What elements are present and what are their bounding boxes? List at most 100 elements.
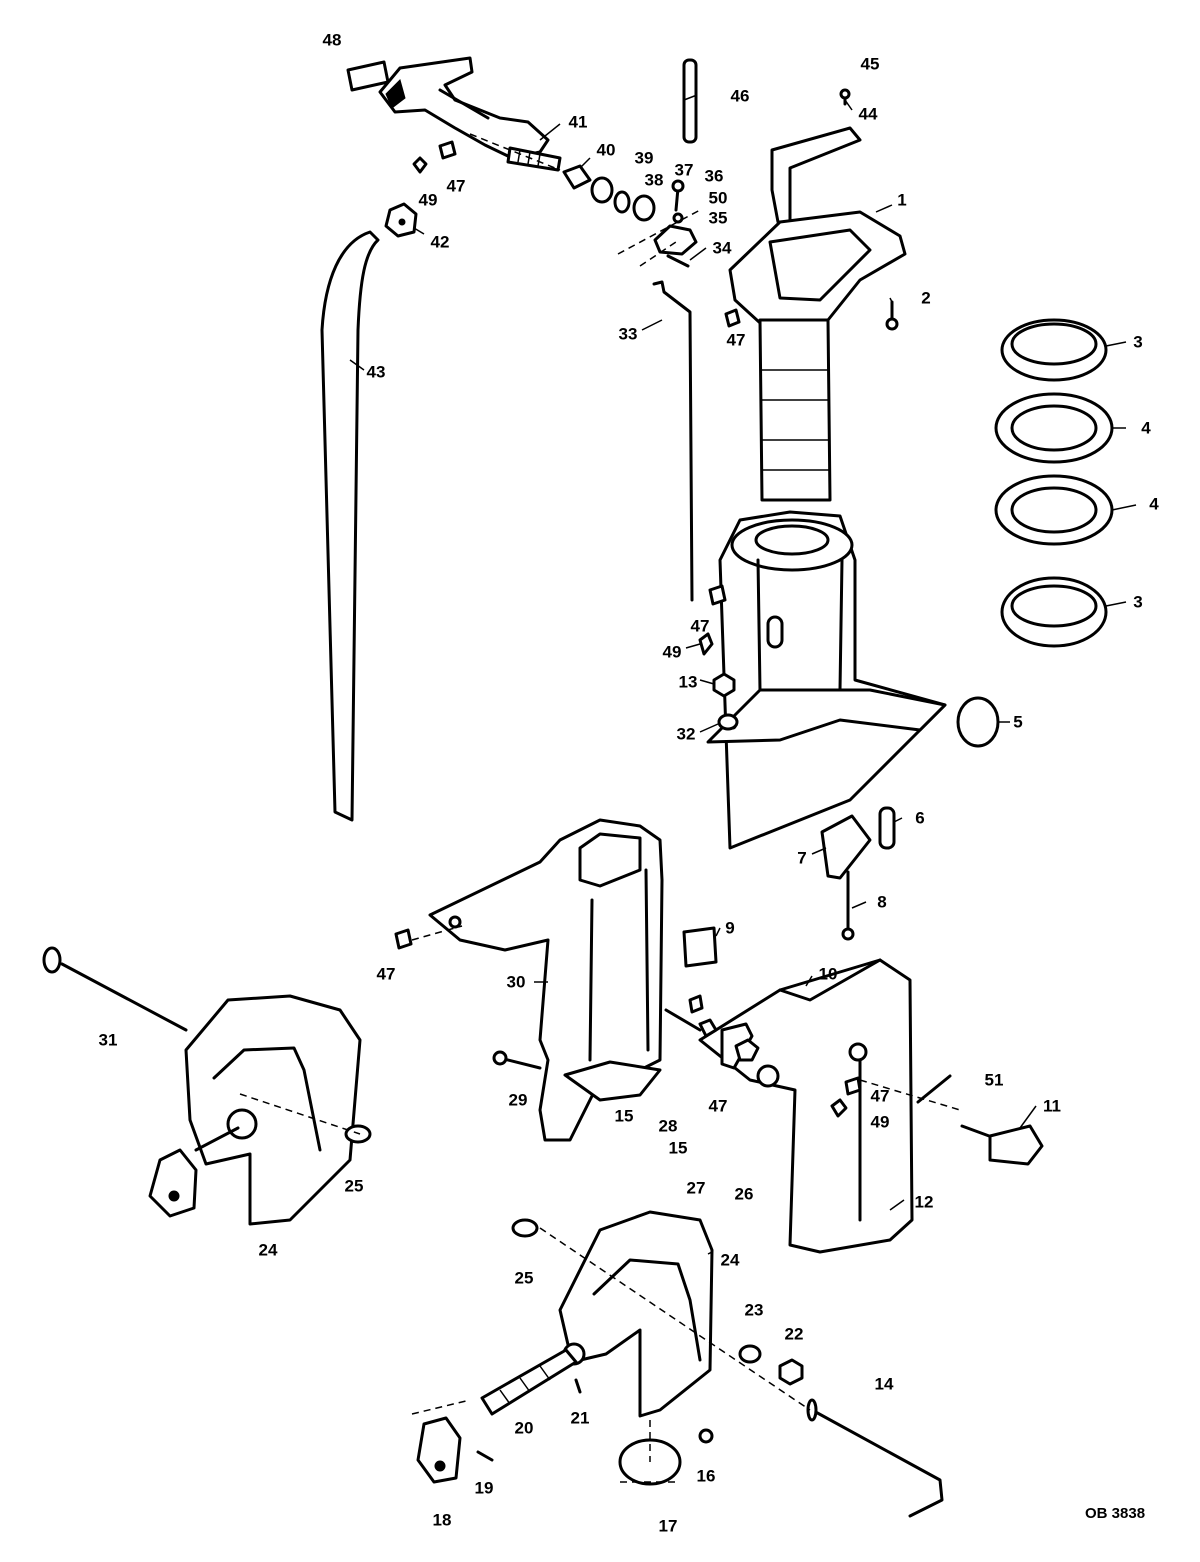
callout-22: 22	[784, 1324, 804, 1344]
callout-47-bracket: 47	[708, 1096, 728, 1116]
callout-18: 18	[432, 1510, 452, 1530]
fitting-47-lower	[708, 584, 727, 606]
clamp-screw-20	[480, 1348, 578, 1416]
callout-47-swivel: 47	[376, 964, 396, 984]
rod-46	[682, 58, 698, 144]
callout-30: 30	[506, 972, 526, 992]
callout-49-mid: 49	[662, 642, 682, 662]
callout-16: 16	[696, 1466, 716, 1486]
pin-34	[666, 254, 690, 268]
callout-50: 50	[708, 188, 728, 208]
clip-49-mid	[698, 632, 714, 656]
fitting-47-housing	[724, 308, 741, 328]
bearing-4-top	[994, 392, 1114, 464]
callout-45: 45	[860, 54, 880, 74]
pad-25-right	[511, 1218, 539, 1238]
callout-6: 6	[915, 808, 925, 828]
swivel-bracket-30	[428, 818, 664, 1142]
callout-3-bottom: 3	[1133, 592, 1143, 612]
callout-15-left: 15	[614, 1106, 634, 1126]
callout-48: 48	[322, 30, 342, 50]
callout-47-housing: 47	[726, 330, 746, 350]
callout-49-top: 49	[418, 190, 438, 210]
pin-19	[476, 1450, 494, 1462]
cover-44	[770, 126, 862, 224]
decal	[346, 60, 390, 92]
plug-5	[956, 696, 1000, 748]
stern-bracket-12	[698, 958, 914, 1254]
clamp-screw-31	[42, 946, 188, 1032]
callout-9: 9	[725, 918, 735, 938]
callout-4-top: 4	[1141, 418, 1151, 438]
nut-22	[778, 1358, 804, 1386]
drawing-code: OB 3838	[1085, 1505, 1146, 1522]
clamp-bracket-left	[184, 994, 362, 1226]
fitting-47-swivel	[394, 928, 413, 950]
callout-10: 10	[818, 964, 838, 984]
bushing-40	[562, 164, 592, 190]
spring-15-28	[664, 1008, 718, 1038]
callout-24-right: 24	[720, 1250, 740, 1270]
ring-3-bottom	[1000, 576, 1108, 648]
ring-3-top	[1000, 318, 1108, 382]
callout-3-top: 3	[1133, 332, 1143, 352]
callout-25-left: 25	[344, 1176, 364, 1196]
callout-41: 41	[568, 112, 588, 132]
pin-51	[916, 1074, 952, 1104]
bearing-4-bottom	[994, 474, 1114, 546]
callout-20: 20	[514, 1418, 534, 1438]
clip-49-right	[830, 1098, 848, 1118]
callout-11: 11	[1043, 1096, 1061, 1116]
callout-47-lower: 47	[690, 616, 710, 636]
screw-2	[885, 300, 899, 331]
anode-7	[820, 814, 872, 880]
callout-47-right: 47	[870, 1086, 890, 1106]
callout-26: 26	[734, 1184, 754, 1204]
washers-38-39	[590, 176, 656, 222]
callout-35: 35	[708, 208, 728, 228]
assembly-lines	[239, 133, 961, 1483]
throttle-rod-33	[652, 280, 694, 602]
screw-29	[492, 1050, 542, 1070]
pad-9	[682, 926, 718, 968]
callout-28: 28	[658, 1116, 678, 1136]
steering-handle	[378, 56, 562, 172]
callout-25-right: 25	[514, 1268, 534, 1288]
callout-34: 34	[712, 238, 732, 258]
callout-19: 19	[474, 1478, 494, 1498]
callout-36: 36	[704, 166, 724, 186]
callout-51: 51	[984, 1070, 1004, 1090]
pin-6	[878, 806, 896, 850]
callout-23: 23	[744, 1300, 764, 1320]
callout-8: 8	[877, 892, 887, 912]
clamp-bracket-right	[558, 1210, 714, 1418]
callout-29: 29	[508, 1090, 528, 1110]
callout-15-right: 15	[668, 1138, 688, 1158]
nut-13	[712, 672, 736, 698]
callout-40: 40	[596, 140, 616, 160]
callout-17: 17	[658, 1516, 678, 1536]
screw-36-37	[671, 179, 685, 224]
callout-13: 13	[678, 672, 698, 692]
callout-14: 14	[874, 1374, 894, 1394]
leader-lines	[349, 94, 1137, 1255]
grommet-42	[384, 202, 418, 238]
callout-21: 21	[570, 1408, 590, 1428]
callout-44: 44	[858, 104, 878, 124]
callout-4-bottom: 4	[1149, 494, 1159, 514]
callout-31: 31	[98, 1030, 118, 1050]
screw-16	[698, 1428, 714, 1444]
callout-47-top: 47	[446, 176, 466, 196]
washer-32	[717, 713, 739, 731]
callout-1: 1	[897, 190, 907, 210]
pin-21	[574, 1378, 582, 1394]
callout-24-left: 24	[258, 1240, 278, 1260]
callout-49-right: 49	[870, 1112, 890, 1132]
callout-46: 46	[730, 86, 750, 106]
callout-2: 2	[921, 288, 931, 308]
callout-37: 37	[674, 160, 694, 180]
washer-23	[738, 1344, 762, 1364]
tilt-lock-11	[960, 1124, 1044, 1166]
callout-39: 39	[634, 148, 654, 168]
